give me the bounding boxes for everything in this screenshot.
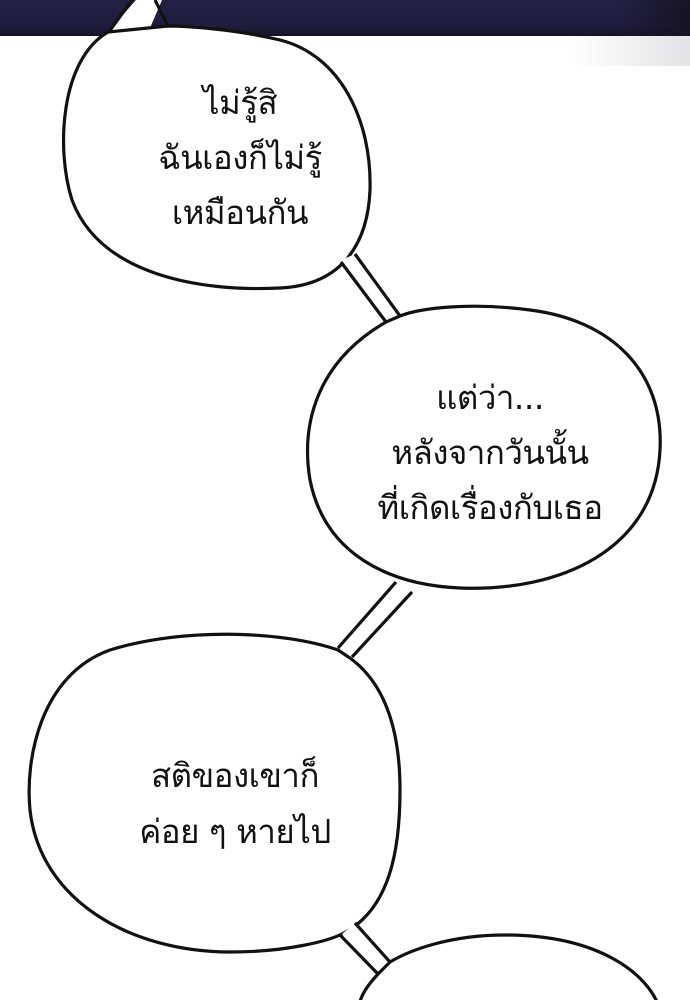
bubble-1-line-3: เหมือนกัน [171, 193, 309, 232]
connector-1-2 [340, 254, 402, 322]
bubble-1-text: ไม่รู้สิ ฉันเองก็ไม่รู้ เหมือนกัน [140, 75, 340, 240]
panel-edge-shadow [570, 36, 690, 66]
bubble-2-line-1: แต่ว่า... [436, 378, 544, 417]
connector-2-3 [340, 585, 412, 655]
bubble-2-text: แต่ว่า... หลังจากวันนั้น ที่เกิดเรื่องกั… [360, 370, 620, 535]
bubble-1-shape [61, 24, 372, 291]
bubble-1-tail [108, 0, 162, 32]
bubble-3-line-1: สติของเขาก็ [151, 756, 319, 795]
bubble-1-line-1: ไม่รู้สิ [202, 83, 278, 122]
connector-3-4 [342, 924, 392, 970]
panel-shadow [620, 0, 690, 36]
bubble-1-line-2: ฉันเองก็ไม่รู้ [158, 138, 322, 177]
bubble-3-line-2: ค่อย ๆ หายไป [139, 812, 331, 851]
bubble-2-line-2: หลังจากวันนั้น [391, 433, 589, 472]
bubble-3-shape [27, 632, 402, 954]
bubble-2-line-3: ที่เกิดเรื่องกับเธอ [377, 488, 603, 527]
bubble-3-text: สติของเขาก็ ค่อย ๆ หายไป [110, 748, 360, 860]
bubble-2-shape [306, 304, 662, 590]
bubble-4-shape [358, 933, 658, 1000]
